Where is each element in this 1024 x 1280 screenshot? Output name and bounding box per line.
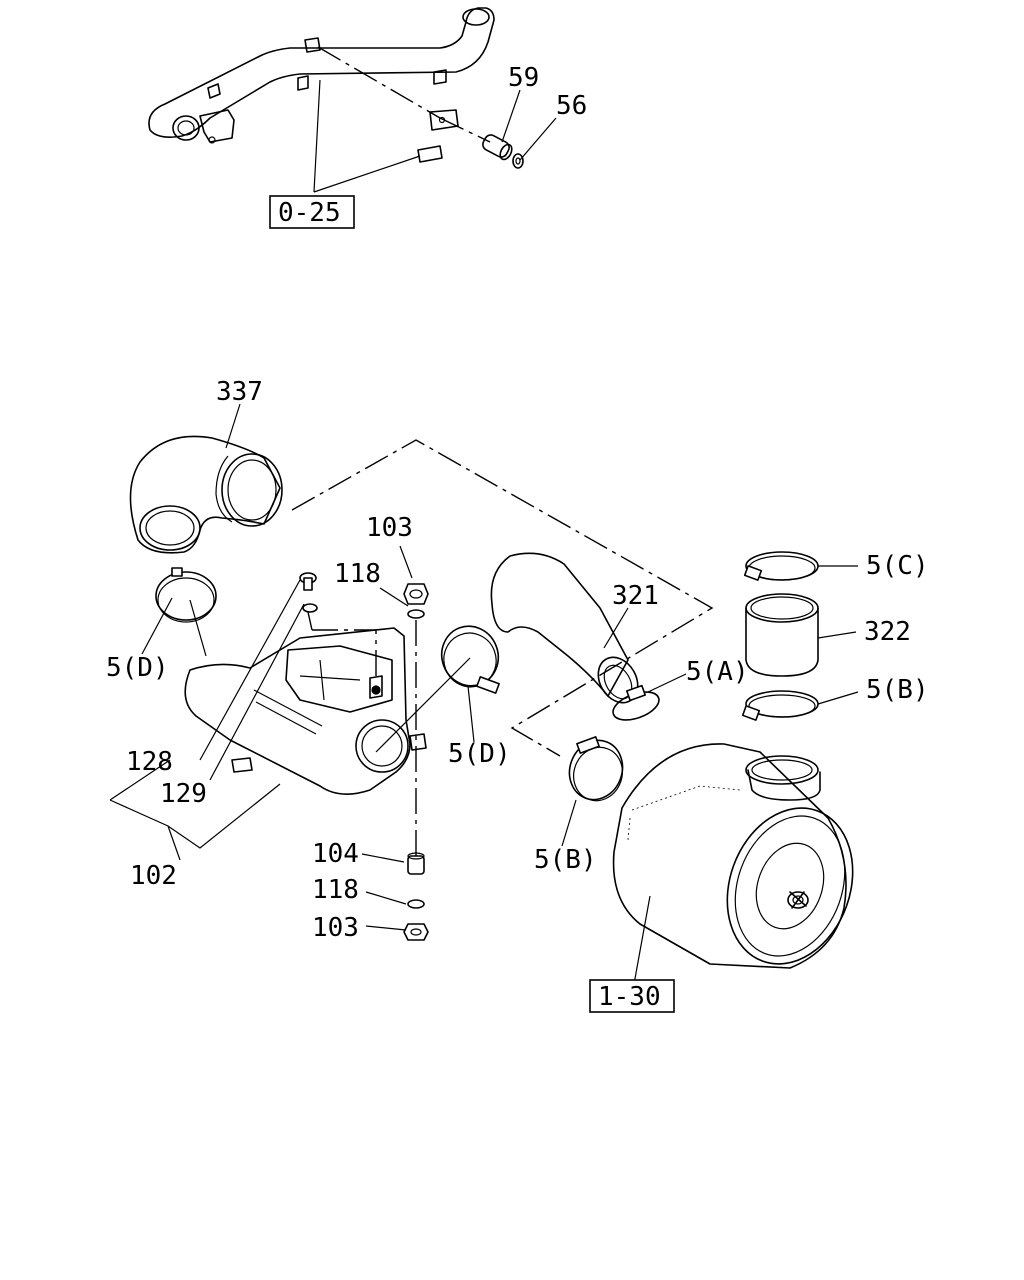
callout-5c: 5(C) (866, 551, 929, 581)
elbow-hose-337 (129, 435, 283, 554)
hose-321 (490, 552, 639, 704)
clamp-5d-left (155, 567, 217, 623)
callout-5d-middle: 5(D) (448, 739, 511, 769)
clamp-5a (612, 684, 660, 721)
callout-5d-left: 5(D) (106, 653, 169, 683)
bolt-128 (299, 572, 317, 591)
callout-118-top: 118 (334, 559, 381, 589)
callout-103-top: 103 (366, 513, 413, 543)
callout-103-bottom: 103 (312, 913, 359, 943)
washer-118-bottom (407, 899, 425, 909)
air-duct-102 (184, 627, 427, 795)
callout-59: 59 (508, 63, 539, 93)
callout-337: 337 (216, 377, 263, 407)
callout-5b-middle: 5(B) (534, 845, 597, 875)
ref-1-30: 1-30 (598, 982, 661, 1012)
nut-103-bottom (403, 923, 429, 941)
air-cleaner-housing (612, 743, 854, 969)
callout-129: 129 (160, 779, 207, 809)
nut-103-top (403, 583, 429, 605)
ref-0-25: 0-25 (278, 198, 341, 228)
callout-56: 56 (556, 91, 587, 121)
callout-5b-right: 5(B) (866, 675, 929, 705)
callout-128: 128 (126, 747, 173, 777)
callout-118-bottom: 118 (312, 875, 359, 905)
clamp-5d-middle (440, 625, 500, 694)
clamp-5c (743, 551, 819, 581)
clamp-5b-right (741, 690, 819, 721)
callout-321: 321 (612, 581, 659, 611)
clamp-5b-middle (568, 736, 624, 802)
intake-pipe-assembly (148, 7, 524, 169)
washer-118-top (407, 609, 425, 619)
ref-box-bottom (589, 979, 675, 1013)
callout-322: 322 (864, 617, 911, 647)
washer-129 (302, 603, 318, 613)
callout-102: 102 (130, 861, 177, 891)
ref-box-top (269, 195, 355, 229)
callout-5a: 5(A) (686, 657, 749, 687)
sleeve-322 (745, 593, 819, 677)
stud-104 (407, 852, 425, 875)
callout-104: 104 (312, 839, 359, 869)
